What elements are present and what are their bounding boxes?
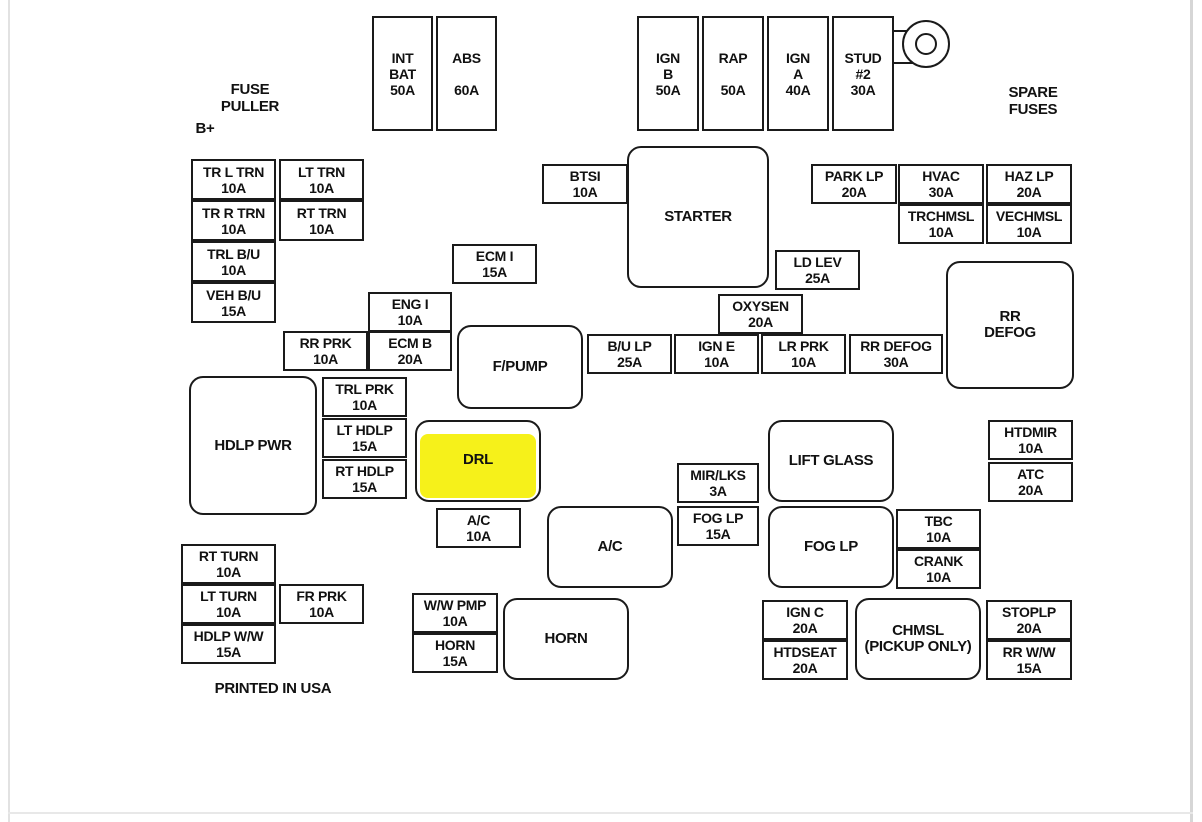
fuse-lt-hdlp: LT HDLP 15A [322,418,407,458]
fuse-htdmir: HTDMIR 10A [988,420,1073,460]
fuse-vechmsl: VECHMSL 10A [986,204,1072,244]
relay-chmsl: CHMSL (PICKUP ONLY) [855,598,981,680]
fuse-haz-lp: HAZ LP 20A [986,164,1072,204]
fuse-ign-a: IGN A 40A [767,16,829,131]
fuse-veh-b-u: VEH B/U 15A [191,282,276,323]
drl-highlight [420,434,536,498]
fuse-park-lp: PARK LP 20A [811,164,897,204]
fuse-btsi: BTSI 10A [542,164,628,204]
drl-highlight-fleck [420,458,436,468]
fuse-eng-i: ENG I 10A [368,292,452,332]
fuse-trchmsl: TRCHMSL 10A [898,204,984,244]
fuse-horn-fuse: HORN 15A [412,633,498,673]
label-spare-fuses: SPARE FUSES [1008,84,1058,118]
fuse-stoplp: STOPLP 20A [986,600,1072,640]
fuse-crank: CRANK 10A [896,549,981,589]
relay-hdlp-pwr: HDLP PWR [189,376,317,515]
fuse-lt-trn: LT TRN 10A [279,159,364,200]
relay-horn-relay: HORN [503,598,629,680]
fuse-rr-prk: RR PRK 10A [283,331,368,371]
fuse-hvac: HVAC 30A [898,164,984,204]
fuse-ecm-i: ECM I 15A [452,244,537,284]
fuse-ign-c: IGN C 20A [762,600,848,640]
fuse-abs: ABS 60A [436,16,497,131]
fuse-lr-prk: LR PRK 10A [761,334,846,374]
fuse-stud-2: STUD #2 30A [832,16,894,131]
fuse-oxysen: OXYSEN 20A [718,294,803,334]
fuse-rt-trn: RT TRN 10A [279,200,364,241]
page-left-border [8,0,10,822]
fuse-atc: ATC 20A [988,462,1073,502]
fuse-lt-turn: LT TURN 10A [181,584,276,624]
fuse-tr-r-trn: TR R TRN 10A [191,200,276,241]
fuse-rr-defog-fuse: RR DEFOG 30A [849,334,943,374]
relay-a-c-relay: A/C [547,506,673,588]
label-fuse-puller: FUSE PULLER [220,81,280,115]
fuse-htdseat: HTDSEAT 20A [762,640,848,680]
stud-terminal-inner-icon [915,33,937,55]
relay-lift-glass: LIFT GLASS [768,420,894,502]
relay-drl: DRL [415,420,541,502]
fuse-trl-b-u: TRL B/U 10A [191,241,276,282]
fuse-b-u-lp: B/U LP 25A [587,334,672,374]
fuse-a-c-fuse: A/C 10A [436,508,521,548]
fuse-mir-lks: MIR/LKS 3A [677,463,759,503]
fuse-ign-b: IGN B 50A [637,16,699,131]
relay-rr-defog-relay: RR DEFOG [946,261,1074,389]
fuse-fog-lp-fuse: FOG LP 15A [677,506,759,546]
relay-starter: STARTER [627,146,769,288]
fuse-rr-w-w: RR W/W 15A [986,640,1072,680]
page-right-border [1190,0,1193,822]
label-b-plus: B+ [195,119,215,137]
relay-f-pump: F/PUMP [457,325,583,409]
fuse-tbc: TBC 10A [896,509,981,549]
fuse-fr-prk: FR PRK 10A [279,584,364,624]
relay-fog-lp-relay: FOG LP [768,506,894,588]
fuse-ign-e: IGN E 10A [674,334,759,374]
fuse-int-bat: INT BAT 50A [372,16,433,131]
fuse-tr-l-trn: TR L TRN 10A [191,159,276,200]
fuse-ecm-b: ECM B 20A [368,331,452,371]
fuse-rt-turn: RT TURN 10A [181,544,276,584]
label-printed-in-usa: PRINTED IN USA [214,679,332,697]
fuse-ld-lev: LD LEV 25A [775,250,860,290]
fuse-w-w-pmp: W/W PMP 10A [412,593,498,633]
fuse-rap: RAP 50A [702,16,764,131]
fuse-trl-prk: TRL PRK 10A [322,377,407,417]
fuse-rt-hdlp: RT HDLP 15A [322,459,407,499]
page-bottom-border [8,812,1193,814]
fuse-hdlp-w-w: HDLP W/W 15A [181,624,276,664]
